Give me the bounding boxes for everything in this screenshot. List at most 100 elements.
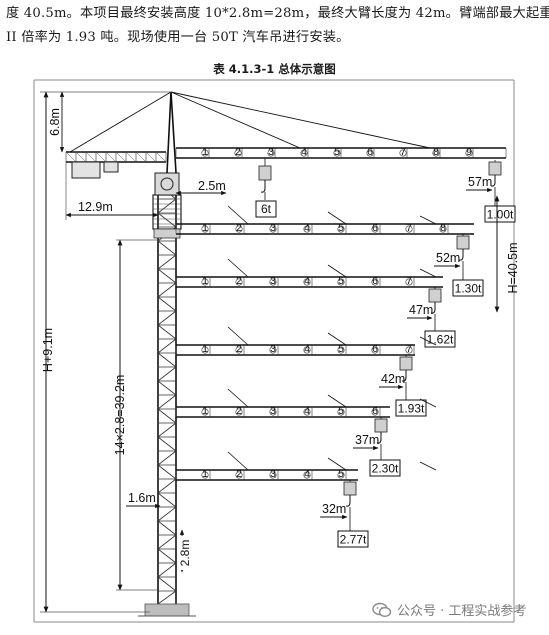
- section-number: 2: [236, 405, 242, 417]
- mast-brace: [157, 478, 177, 494]
- jib-tie-stub-3: [419, 336, 437, 346]
- hook-block: [374, 418, 388, 433]
- section-number: 2: [236, 275, 242, 287]
- section-marker: [303, 471, 311, 479]
- hook-icon: [345, 495, 351, 507]
- mast-brace: [157, 492, 177, 508]
- section-marker: [235, 471, 243, 479]
- section-marker: [371, 346, 379, 354]
- section-number: 1: [202, 275, 208, 287]
- mast-brace: [157, 212, 177, 228]
- jib-tie-stub-3: [419, 398, 437, 408]
- hook-icon: [430, 302, 436, 314]
- mast-brace: [157, 310, 177, 326]
- mast-brace: [157, 520, 177, 536]
- load-label: 2.30t: [372, 462, 399, 476]
- section-number: 1: [202, 146, 208, 158]
- section-number: 6: [367, 146, 373, 158]
- mast-brace: [157, 590, 177, 605]
- load-box: [395, 399, 427, 417]
- section-number: 7: [406, 275, 412, 287]
- hook-icon: [458, 249, 464, 261]
- section-marker: [201, 471, 209, 479]
- section-number: 2: [236, 343, 242, 355]
- section-height-bg: [180, 536, 191, 570]
- tower-mast: [138, 172, 196, 617]
- radius-label: 57m: [468, 175, 492, 189]
- paragraph-line-2: II 倍率为 1.93 吨。现场使用一台 50T 汽车吊进行安装。: [6, 30, 350, 45]
- section-marker: [405, 278, 413, 286]
- mast-brace: [157, 408, 177, 424]
- section-number: 2: [236, 222, 242, 234]
- section-number: 1: [202, 405, 208, 417]
- section-number: 6: [372, 222, 378, 234]
- jib-tie-stub-1: [227, 205, 249, 225]
- section-number: 4: [304, 222, 310, 234]
- section-marker: [269, 346, 277, 354]
- body-paragraph: 度 40.5m。本项目最终安装高度 10*2.8m=28m，最终大臂长度为 42…: [6, 2, 549, 50]
- load-label: 1.30t: [455, 282, 482, 296]
- counter-jib-brace: [85, 151, 97, 163]
- section-number: 1: [202, 343, 208, 355]
- section-number: 4: [304, 468, 310, 480]
- hook-height-label: H=40.5m: [506, 242, 520, 293]
- tower-head-left: [166, 91, 172, 174]
- section-marker: [337, 408, 345, 416]
- jib-tie-stub-3: [419, 215, 437, 225]
- near-load-box: [255, 200, 277, 218]
- slewing-unit: [154, 172, 180, 196]
- counter-jib-brace: [125, 151, 137, 163]
- counter-jib-brace: [65, 151, 77, 163]
- mast-brace: [157, 450, 177, 466]
- dimension-lines: H+9.1m6.8m12.9m2.5m14×2.8=39.2mH=40.5m1.…: [40, 91, 520, 613]
- section-number: 3: [270, 343, 276, 355]
- jib-tie-stub-2: [327, 264, 347, 278]
- near-hook-block: [258, 165, 272, 181]
- section-number: 7: [406, 222, 412, 234]
- load-box: [452, 279, 484, 297]
- mast-brace: [157, 506, 177, 522]
- section-marker: [201, 408, 209, 416]
- section-marker: [405, 225, 413, 233]
- mast-brace: [157, 394, 177, 410]
- section-number: 1: [202, 222, 208, 234]
- mast-brace: [157, 338, 177, 354]
- radius-label: 52m: [436, 251, 460, 265]
- section-height-label: 2.8m: [178, 540, 192, 567]
- section-marker: [371, 225, 379, 233]
- jib-tie-stub-3: [419, 461, 437, 471]
- section-number: 2: [236, 468, 242, 480]
- section-marker: [235, 346, 243, 354]
- radius-label: 37m: [355, 433, 379, 447]
- section-number: 5: [338, 222, 344, 234]
- section-marker: [269, 408, 277, 416]
- section-marker: [465, 149, 473, 157]
- section-number: 9: [466, 146, 472, 158]
- jib-tie-stub-1: [227, 388, 249, 408]
- section-marker: [337, 278, 345, 286]
- section-marker: [201, 225, 209, 233]
- section-number: 3: [270, 405, 276, 417]
- mast-brace: [157, 198, 177, 214]
- counter-jib-brace: [75, 151, 87, 163]
- load-label: 2.77t: [340, 533, 367, 547]
- main-jib-tie-2: [170, 91, 431, 149]
- section-number: 6: [372, 275, 378, 287]
- hoist-winch: [103, 161, 119, 173]
- section-marker: [371, 408, 379, 416]
- counter-jib-tie: [69, 91, 172, 153]
- mast-brace: [157, 380, 177, 396]
- section-number: 6: [372, 405, 378, 417]
- counter-jib-label: 12.9m: [78, 200, 113, 214]
- section-marker: [235, 278, 243, 286]
- mast-brace: [157, 562, 177, 578]
- load-label: 1.62t: [427, 333, 454, 347]
- main-jib-tie-1: [170, 91, 301, 149]
- section-marker: [234, 149, 242, 157]
- section-number: 3: [268, 146, 274, 158]
- hook-icon: [490, 175, 496, 187]
- section-number: 7: [406, 343, 412, 355]
- counter-jib-brace: [105, 151, 117, 163]
